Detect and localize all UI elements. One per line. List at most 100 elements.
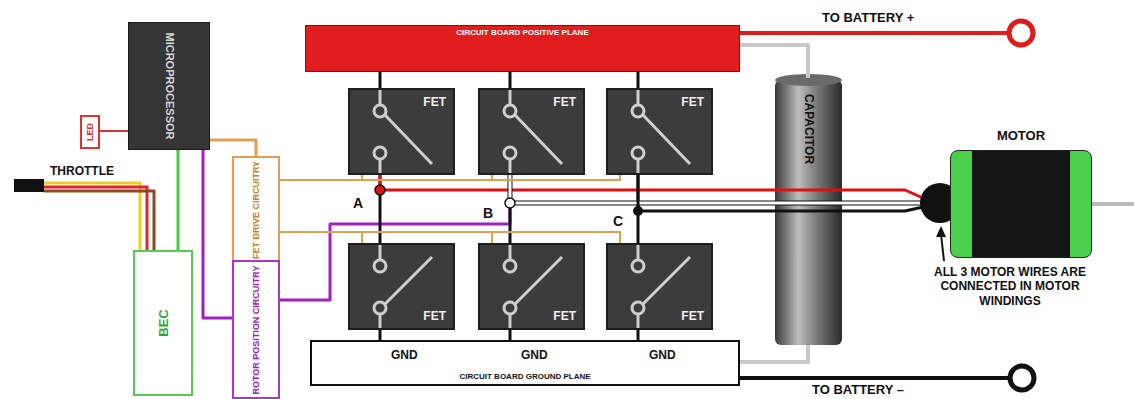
wire-connector (638, 330, 639, 340)
switch-contact (632, 147, 644, 159)
switch-contact (632, 302, 644, 314)
switch-stroke (509, 159, 512, 173)
junction-dot (633, 206, 643, 216)
fet-switch: FET (348, 88, 455, 175)
battery-positive-terminal (1009, 21, 1033, 45)
capacitor: CAPACITOR (775, 78, 842, 345)
battery-positive-wire (740, 31, 1008, 35)
wire-connector (178, 150, 179, 250)
wire (379, 72, 382, 88)
node-label: FET (423, 310, 446, 322)
switch-stroke (509, 90, 512, 105)
junction-dot (375, 185, 385, 195)
phase-label: A (352, 196, 364, 210)
node-label: CAPACITOR (803, 94, 815, 164)
wire-connector (510, 330, 511, 340)
leader-line (941, 234, 944, 261)
switch-contact (504, 105, 516, 117)
fet-switch: FET (606, 243, 713, 330)
switch-contact (504, 147, 516, 159)
microprocessor-chip: MICROPROCESSOR (128, 22, 210, 150)
switch-contact (504, 260, 516, 272)
terminal-label: TO BATTERY – (812, 383, 904, 396)
wire (379, 330, 382, 340)
ground-label: GND (391, 349, 418, 361)
throttle-wire (44, 191, 154, 250)
switch-stroke (643, 115, 690, 164)
wire-connector (203, 150, 232, 318)
phase-label: B (482, 206, 494, 220)
switch-contact (374, 147, 386, 159)
switch-stroke (515, 115, 562, 164)
switch-stroke (637, 90, 640, 105)
node-label: BEC (157, 309, 170, 336)
node-label: FET (681, 96, 704, 108)
wire (637, 72, 640, 88)
node-label: FET (553, 310, 576, 322)
positive-plane: CIRCUIT BOARD POSITIVE PLANE (305, 25, 740, 72)
wire (509, 72, 512, 88)
throttle-plug (14, 179, 44, 192)
node-label: LED (86, 123, 95, 141)
terminal-label: TO BATTERY + (822, 11, 914, 24)
node-label: FET DRIVE CIRCUITRY (252, 161, 261, 259)
wire-connector (280, 232, 492, 243)
fet-switch: FET (478, 243, 585, 330)
node-label: ROTOR POSITION CIRCUITRY (252, 265, 261, 394)
node-label: CIRCUIT BOARD POSITIVE PLANE (306, 29, 739, 37)
wire (177, 150, 180, 250)
wire (637, 330, 640, 340)
switch-stroke (379, 90, 382, 105)
switch-stroke (385, 115, 432, 164)
switch-stroke (637, 245, 640, 260)
wire (280, 232, 620, 243)
switch-stroke (637, 159, 640, 173)
battery-negative-wire (740, 376, 1009, 380)
wire (280, 232, 492, 243)
switch-stroke (515, 257, 562, 304)
switch-contact (374, 105, 386, 117)
fet-switch: FET (478, 88, 585, 175)
callout-note: ALL 3 MOTOR WIRES ARE CONNECTED IN MOTOR… (920, 265, 1100, 308)
node-label: MOTOR (997, 129, 1045, 142)
wire-connector (510, 72, 511, 88)
ground-label: GND (521, 349, 548, 361)
led-box: LED (80, 115, 100, 149)
node-label: FET (423, 96, 446, 108)
wire-connector (380, 330, 381, 340)
motor: MOTOR (950, 150, 1092, 258)
node-label: FET (553, 96, 576, 108)
wire (740, 45, 808, 78)
switch-contact (632, 105, 644, 117)
bec-box: BEC (133, 250, 193, 396)
wire (203, 150, 232, 318)
node-label: MICROPROCESSOR (164, 33, 175, 140)
leader-arrowhead (936, 226, 946, 237)
connector-label: THROTTLE (50, 165, 114, 177)
battery-negative-terminal (1010, 366, 1034, 390)
wire-connector (100, 131, 128, 132)
node-label: CIRCUIT BOARD GROUND PLANE (312, 373, 738, 381)
wire-connector (740, 45, 808, 78)
wire (509, 330, 512, 340)
fet-drive-box: FET DRIVE CIRCUITRY (232, 156, 280, 264)
wire-connector (638, 175, 950, 211)
wire-connector (280, 175, 620, 180)
rotor-position-box: ROTOR POSITION CIRCUITRY (232, 260, 280, 399)
switch-contact (632, 260, 644, 272)
wire (100, 130, 128, 132)
wire-connector (280, 232, 362, 243)
wire (280, 175, 620, 180)
switch-stroke (509, 314, 512, 328)
wire (280, 232, 362, 243)
wire-connector (380, 72, 381, 88)
ground-plane: CIRCUIT BOARD GROUND PLANE (310, 340, 740, 386)
phase-label: C (612, 214, 624, 228)
node-label: FET (681, 310, 704, 322)
wire (638, 175, 950, 211)
wire-connector (638, 72, 639, 88)
switch-stroke (509, 245, 512, 260)
wire (210, 140, 256, 156)
throttle-wire (44, 183, 140, 250)
